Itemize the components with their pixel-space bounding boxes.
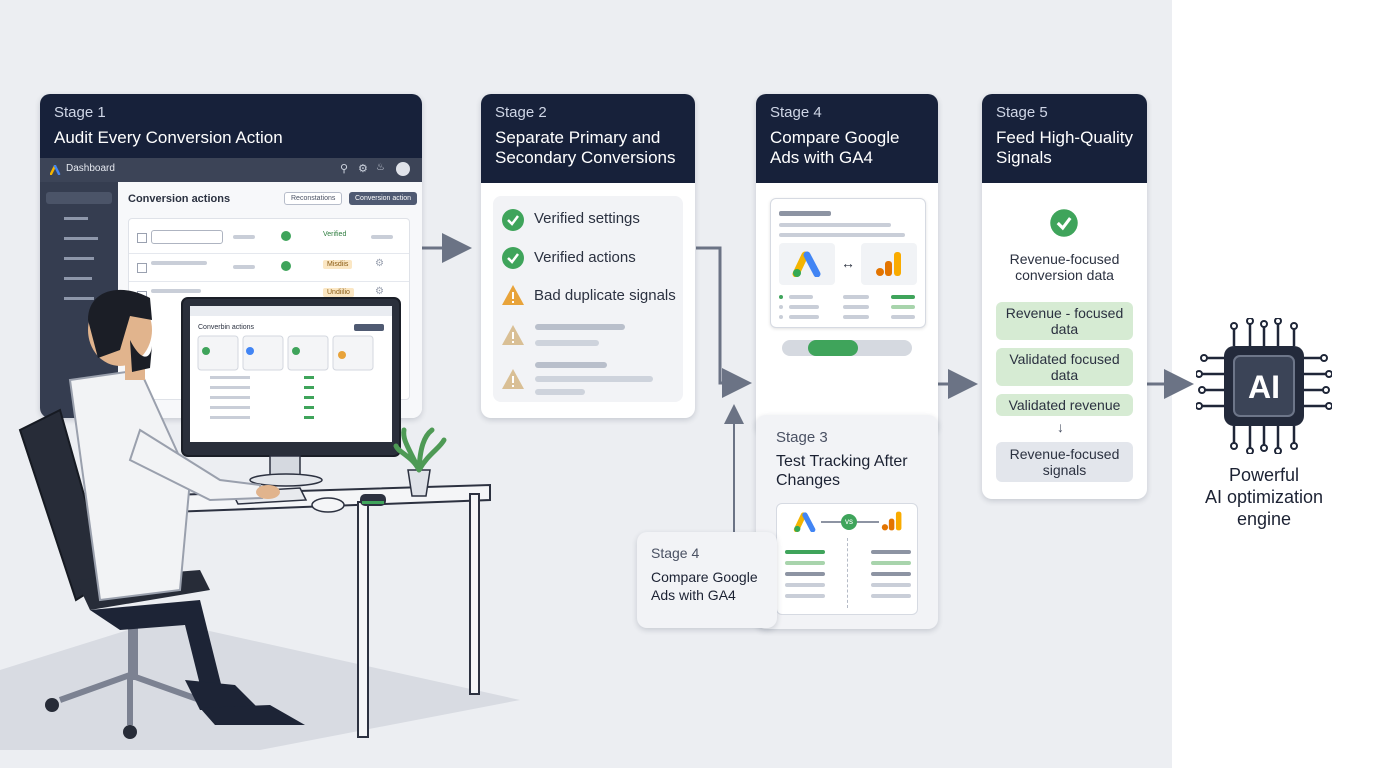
google-ads-logo-icon [50, 165, 61, 175]
stage1-header: Stage 1 Audit Every Conversion Action [40, 94, 422, 158]
ga4-tile [861, 243, 917, 285]
checklist-item: Verified actions [534, 249, 636, 266]
comparison-panel: ↔ [770, 198, 926, 328]
verified-check-icon [281, 261, 291, 271]
stage5-header: Stage 5 Feed High-Quality Signals [982, 94, 1147, 183]
status-badge: Misdiis [323, 260, 353, 269]
warning-icon [502, 369, 524, 389]
gear-icon[interactable]: ⚙ [375, 258, 384, 269]
stage3-card: Stage 3 Test Tracking After Changes vs [756, 415, 938, 629]
tracking-test-panel: vs [776, 503, 918, 615]
ai-chip-label: AI [1248, 369, 1280, 405]
stage1-label: Stage 1 [54, 104, 106, 121]
signal-pill: Revenue - focused data [996, 302, 1133, 340]
check-circle-icon [1050, 209, 1078, 237]
stage2-title: Separate Primary and Secondary Conversio… [495, 128, 676, 167]
status-badge: Undiilio [323, 288, 354, 297]
filter-dropdown[interactable]: Reconstations [284, 192, 343, 205]
google-ads-logo-icon [792, 251, 821, 277]
dashboard-title: Dashboard [66, 163, 115, 174]
signal-pill: Revenue-focused signals [996, 442, 1133, 482]
placeholder-line [535, 389, 585, 395]
placeholder-line [535, 376, 653, 382]
ai-caption: Powerful AI optimization engine [1204, 465, 1324, 529]
monitor-panel-title: Converbin actions [198, 324, 255, 331]
signal-pill: Validated focused data [996, 348, 1133, 386]
stage4-callout-title: Compare Google Ads with GA4 [651, 569, 758, 603]
placeholder-line [535, 362, 607, 368]
stage5-summary: Revenue-focused conversion data [1009, 251, 1120, 283]
stage4-callout-label: Stage 4 [651, 545, 700, 561]
stage4-label: Stage 4 [770, 104, 822, 121]
down-arrow-icon: ↓ [1057, 419, 1064, 435]
stage2-label: Stage 2 [495, 104, 547, 121]
ai-chip-icon: AI [1196, 318, 1332, 454]
stage4-title: Compare Google Ads with GA4 [770, 128, 900, 167]
stage3-label: Stage 3 [776, 429, 828, 446]
check-circle-icon [502, 247, 524, 269]
google-ads-logo-icon [793, 512, 816, 532]
stage5-card: Stage 5 Feed High-Quality Signals Revenu… [982, 94, 1147, 499]
stage2-checklist: Verified settings Verified actions Bad d… [493, 196, 683, 402]
placeholder-line [535, 324, 625, 330]
google-ads-tile [779, 243, 835, 285]
placeholder-line [535, 340, 599, 346]
ga4-analytics-icon [876, 252, 901, 276]
table-row[interactable]: Verified [129, 227, 409, 247]
compare-arrows-icon: ↔ [841, 255, 855, 271]
stage1-title: Audit Every Conversion Action [54, 128, 283, 147]
stage4-callout-card: Stage 4 Compare Google Ads with GA4 [637, 532, 777, 628]
verified-check-icon [281, 231, 291, 241]
search-icon[interactable]: ⚲ [340, 163, 349, 175]
bell-icon[interactable]: ♨ [376, 162, 385, 173]
sync-progress-bar [782, 340, 912, 356]
avatar[interactable] [396, 162, 410, 176]
check-circle-icon [502, 209, 524, 231]
add-conversion-button[interactable]: Conversion action [349, 192, 418, 205]
person-at-desk-illustration: Converbin actions [0, 289, 520, 750]
stage2-header: Stage 2 Separate Primary and Secondary C… [481, 94, 695, 183]
stage5-title: Feed High-Quality Signals [996, 128, 1134, 167]
warning-icon [502, 325, 524, 345]
status-badge: Verified [323, 231, 347, 238]
warning-icon [502, 285, 524, 305]
stage3-title: Test Tracking After Changes [776, 453, 908, 489]
stage5-label: Stage 5 [996, 104, 1048, 121]
signal-pill: Validated revenue [996, 394, 1133, 416]
checklist-item: Verified settings [534, 210, 640, 227]
panel-title: Conversion actions [128, 193, 231, 205]
table-row[interactable]: Misdiis ⚙ [129, 257, 409, 277]
ga4-analytics-icon [881, 511, 902, 531]
stage2-card: Stage 2 Separate Primary and Secondary C… [481, 94, 695, 418]
stage4-header: Stage 4 Compare Google Ads with GA4 [756, 94, 938, 183]
stage4-card: Stage 4 Compare Google Ads with GA4 ↔ [756, 94, 938, 434]
settings-icon[interactable]: ⚙ [358, 163, 368, 175]
checklist-item: Bad duplicate signals [534, 287, 676, 304]
gear-icon[interactable]: ⚙ [375, 286, 384, 297]
dashboard-topbar: Dashboard ⚲ ⚙ ♨ [40, 158, 422, 182]
vs-badge: vs [841, 514, 857, 530]
